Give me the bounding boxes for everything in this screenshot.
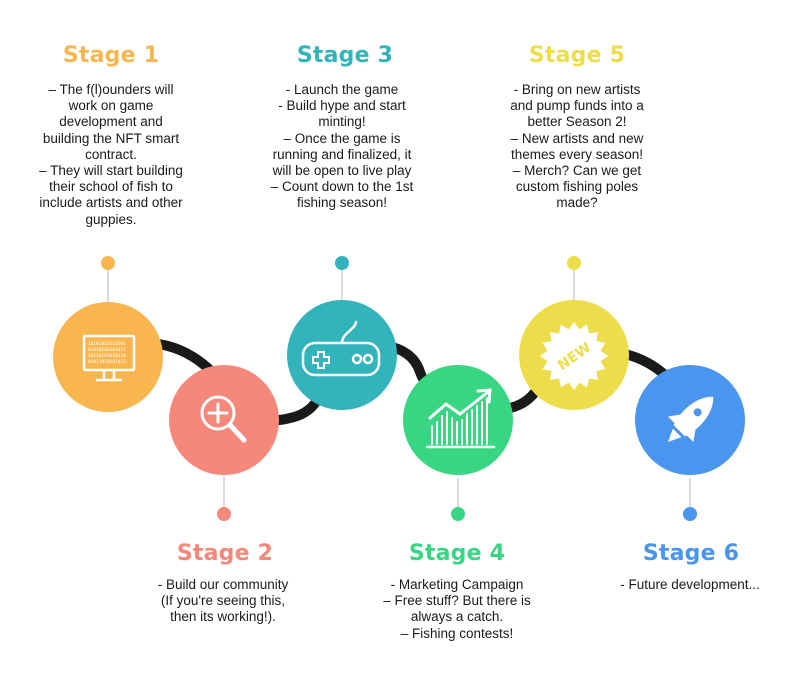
stage-3-description: - Launch the game - Build hype and start… <box>270 82 414 211</box>
stage-4-title: Stage 4 <box>408 541 506 566</box>
new-badge-icon: NEW <box>540 322 608 390</box>
stage-1-circle <box>53 302 163 412</box>
stage-6-dot <box>683 507 697 521</box>
stage-4-dot <box>451 507 465 521</box>
stage-2-title: Stage 2 <box>176 541 274 566</box>
svg-text:10101010110101: 10101010110101 <box>88 341 126 347</box>
magnifier-plus-icon <box>200 395 247 443</box>
svg-text:10110101010110: 10110101010110 <box>88 353 126 359</box>
stage-4-node <box>403 365 513 475</box>
stage-5-dot <box>567 256 581 270</box>
stage-5-node: NEW <box>519 300 629 410</box>
stage-3-title: Stage 3 <box>296 43 394 68</box>
stage-6-title: Stage 6 <box>642 541 740 566</box>
stage-3-circle <box>287 300 397 410</box>
stage-6-node <box>635 365 745 475</box>
stage-5-description: - Bring on new artists and pump funds in… <box>510 82 644 211</box>
stage-1-title: Stage 1 <box>62 43 160 68</box>
rocket-icon <box>667 396 714 443</box>
stage-1-node: 10101010110101 01010100101011 1011010101… <box>53 302 163 412</box>
game-controller-icon <box>301 320 381 377</box>
stage-1-description: – The f(l)ounders will work on game deve… <box>39 82 183 227</box>
stage-4-description: - Marketing Campaign – Free stuff? But t… <box>383 577 531 641</box>
growth-chart-icon <box>425 388 496 449</box>
stage-1-dot <box>101 256 115 270</box>
svg-text:01010100101011: 01010100101011 <box>88 347 126 353</box>
svg-text:01011010101011: 01011010101011 <box>88 359 126 365</box>
stage-2-dot <box>217 507 231 521</box>
stage-2-description: - Build our community (If you're seeing … <box>157 577 289 625</box>
stage-6-description: - Future development... <box>620 577 760 592</box>
computer-monitor-icon: 10101010110101 01010100101011 1011010101… <box>82 334 136 382</box>
stage-5-title: Stage 5 <box>528 43 626 68</box>
stage-2-circle <box>169 365 279 475</box>
stage-3-dot <box>335 256 349 270</box>
stage-3-node <box>287 300 397 410</box>
stage-2-node <box>169 365 279 475</box>
stage-4-circle <box>403 365 513 475</box>
